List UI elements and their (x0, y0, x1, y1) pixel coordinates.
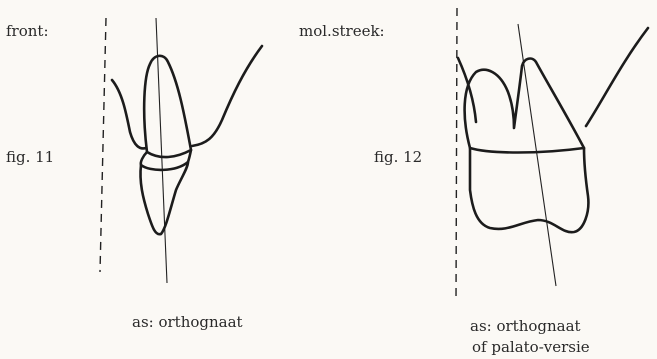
fig-12-drawing (456, 8, 648, 302)
fig-11-drawing (100, 18, 262, 283)
molar-crown-12 (470, 148, 588, 232)
tooth-root-11 (144, 56, 191, 157)
molar-roots-12 (465, 59, 584, 148)
gum-line-12 (458, 28, 648, 126)
vertical-reference-line-11 (100, 18, 106, 272)
vertical-reference-line-12 (456, 8, 457, 302)
